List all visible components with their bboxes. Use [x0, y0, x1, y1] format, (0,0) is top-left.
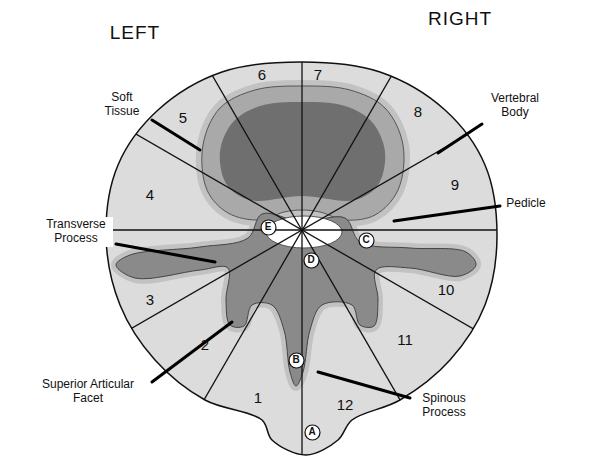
side-label: RIGHT	[428, 8, 492, 30]
spinal-canal	[266, 216, 342, 248]
callout-number: 1	[254, 389, 262, 406]
callout-letter: D	[307, 255, 314, 265]
part-name: Pedicle	[506, 197, 545, 211]
callout-number: 4	[146, 186, 154, 203]
callout-letter: B	[292, 355, 299, 365]
callout-number: 8	[414, 103, 422, 120]
part-name: Spinous Process	[417, 392, 471, 420]
callout-number: 3	[146, 291, 154, 308]
circled-letter: D	[303, 252, 320, 269]
side-label: LEFT	[110, 22, 160, 44]
callout-letter: A	[308, 427, 315, 437]
circled-letter: E	[260, 219, 277, 236]
soft-tissue-outline	[106, 62, 497, 455]
callout-number: 2	[201, 336, 209, 353]
part-name: Transverse Process	[39, 217, 113, 247]
part-name: Soft Tissue	[98, 91, 146, 119]
callout-number: 11	[397, 331, 413, 348]
callout-number: 6	[258, 66, 266, 83]
circled-letter: B	[288, 352, 305, 369]
part-name: Vertebral Body	[484, 92, 546, 120]
circled-letter: A	[304, 424, 321, 441]
circled-letter: C	[358, 232, 375, 249]
part-name: Superior Articular Facet	[31, 378, 145, 406]
callout-number: 7	[314, 66, 322, 83]
callout-letter: C	[362, 235, 369, 245]
callout-number: 5	[179, 109, 187, 126]
callout-letter: E	[265, 222, 272, 232]
callout-number: 9	[451, 176, 459, 193]
callout-number: 10	[438, 281, 455, 298]
callout-number: 12	[337, 396, 354, 413]
leader-lines	[116, 120, 500, 398]
